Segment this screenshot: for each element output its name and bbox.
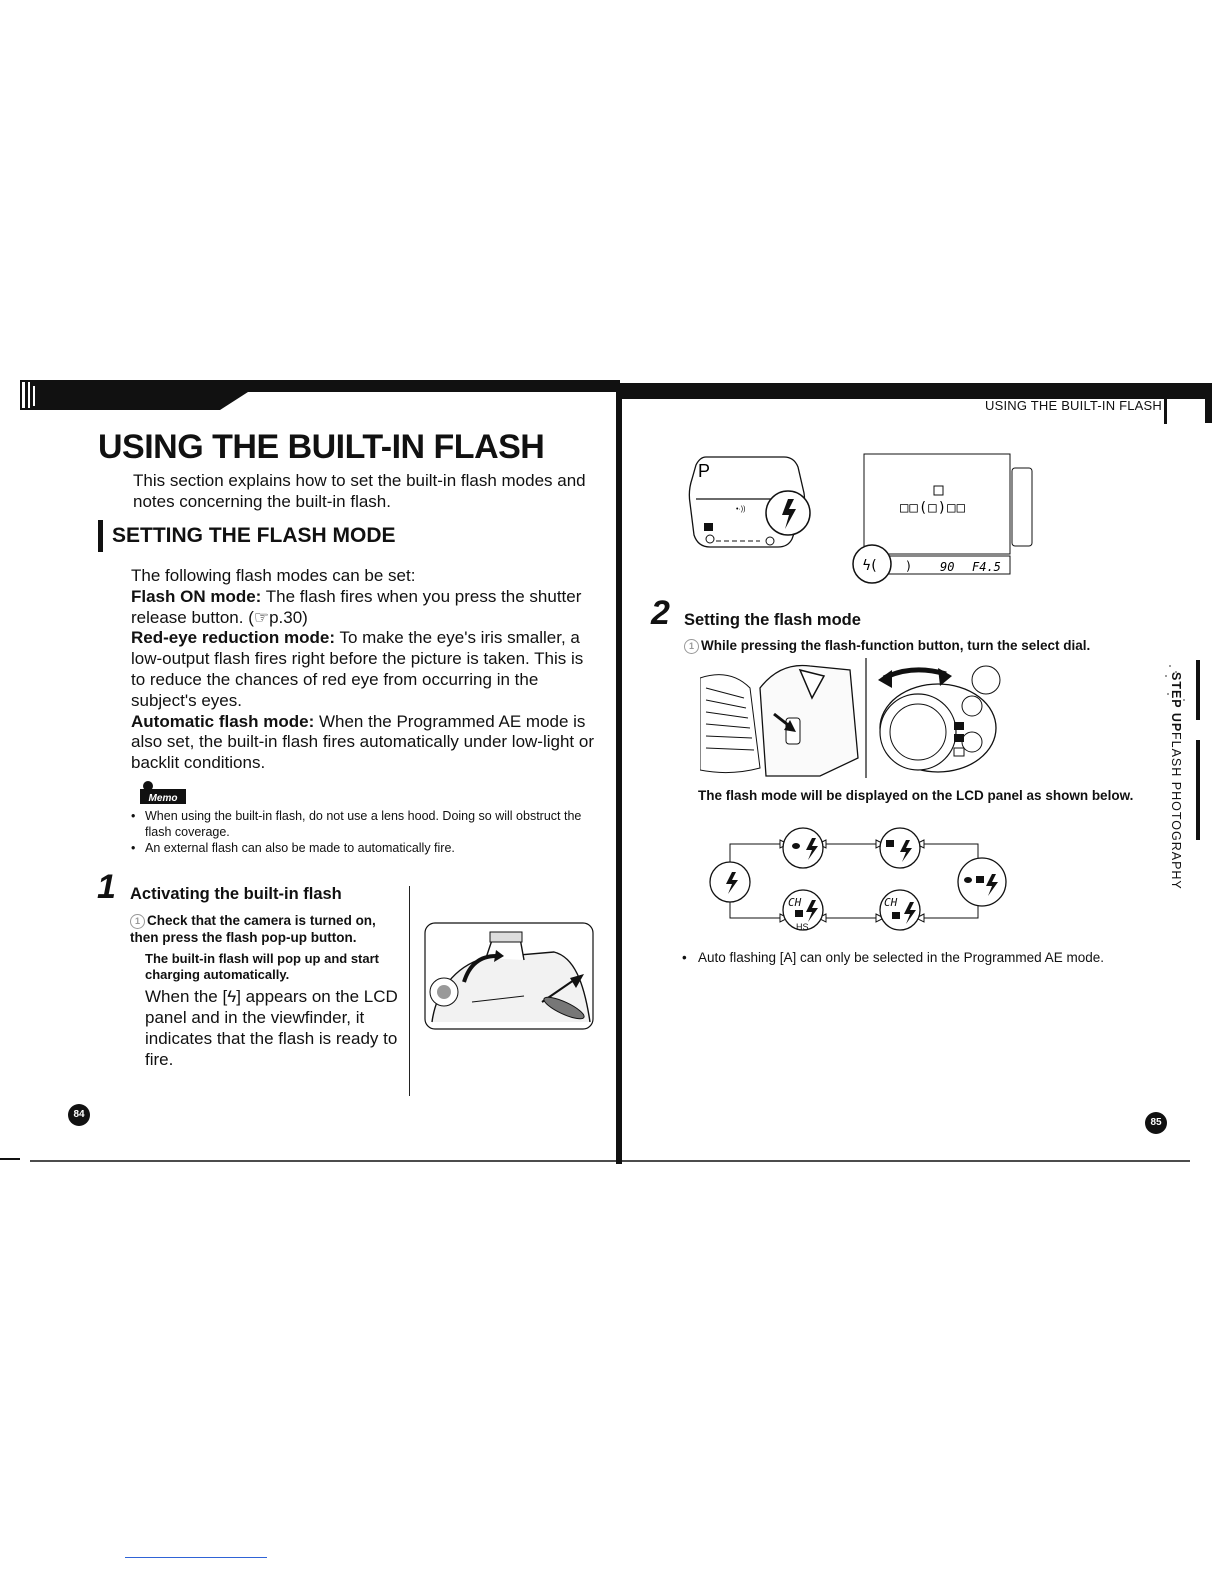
cycle-label: CH: [788, 896, 802, 909]
chapter-category: STEP UP: [1169, 672, 1183, 733]
svg-text:ϟ(: ϟ(: [862, 558, 877, 574]
page-number: 85: [1145, 1112, 1167, 1134]
lcd-panel-illustration: □□(□)□□ 90 F4.5 ϟ( ): [852, 453, 1033, 584]
circled-number-icon: 1: [684, 638, 699, 654]
flash-modes-list: The following flash modes can be set: Fl…: [131, 566, 601, 774]
step-title: Setting the flash mode: [684, 611, 861, 629]
memo-list: When using the built-in flash, do not us…: [131, 808, 591, 856]
running-head: USING THE BUILT-IN FLASH: [985, 398, 1162, 413]
step-number: 1: [97, 868, 116, 906]
mode-label: Red-eye reduction mode:: [131, 628, 336, 648]
viewfinder-display-illustration: P •·)): [688, 456, 811, 548]
mode-text: To make the eye's iris smaller, a low-ou…: [131, 628, 584, 710]
bullet-text: Auto flashing [A] can only be selected i…: [697, 950, 1104, 965]
chapter-title: FLASH PHOTOGRAPHY: [1169, 732, 1183, 890]
display-note: The flash mode will be displayed on the …: [698, 788, 1134, 803]
memo-item: When using the built-in flash, do not us…: [131, 808, 591, 840]
running-head-divider: [1164, 394, 1167, 424]
select-dial-illustration: [700, 658, 1001, 778]
svg-text:•·)): •·)): [736, 506, 745, 513]
memo-item: An external flash can also be made to au…: [131, 840, 591, 856]
mode-letter: P: [698, 461, 710, 481]
instruction-text: While pressing the flash-function button…: [701, 638, 1091, 653]
chapter-tab-title: FLASH PHOTOGRAPHY: [1168, 732, 1184, 892]
mode-auto: Automatic flash mode: When the Programme…: [131, 712, 601, 774]
cycle-label: HS: [796, 922, 809, 932]
memo-label: Memo: [149, 793, 178, 804]
step-divider: [409, 886, 410, 1096]
instruction-text: Check that the camera is turned on, then…: [130, 913, 376, 945]
page-gutter-line: [616, 392, 622, 1164]
right-edge-bar: [1205, 383, 1212, 423]
section-title: SETTING THE FLASH MODE: [112, 524, 396, 547]
chapter-tab-marker: [1165, 660, 1200, 840]
decorative-blue-line: [125, 1557, 267, 1558]
section-marker: [98, 520, 103, 552]
memo-icon: Memo: [140, 781, 186, 804]
step-number: 2: [651, 594, 670, 632]
mode-text: The flash fires when you press the shutt…: [131, 586, 582, 627]
cycle-label: CH: [884, 896, 898, 909]
lcd-aperture: F4.5: [972, 560, 1001, 574]
mode-label: Automatic flash mode:: [131, 711, 315, 731]
left-header-bar: [20, 380, 620, 410]
mode-red-eye: Red-eye reduction mode: To make the eye'…: [131, 628, 601, 711]
step-title: Activating the built-in flash: [130, 885, 342, 903]
bullet-note: • Auto flashing [A] can only be selected…: [682, 950, 1104, 965]
svg-text:): ): [906, 559, 911, 573]
mode-flash-on: Flash ON mode: The flash fires when you …: [131, 587, 601, 629]
mode-text: When the Programmed AE mode is also set,…: [131, 711, 594, 773]
svg-text:□□(□)□□: □□(□)□□: [900, 500, 966, 516]
bottom-rule: [0, 1158, 1190, 1162]
page-title: USING THE BUILT-IN FLASH: [98, 428, 545, 466]
page-number: 84: [68, 1104, 90, 1126]
step-note: The built-in flash will pop up and start…: [145, 951, 379, 982]
camera-flash-popup-illustration: [424, 922, 594, 1030]
circled-number-icon: 1: [130, 913, 145, 929]
mode-label: Flash ON mode:: [131, 586, 262, 606]
intro-paragraph: This section explains how to set the bui…: [133, 471, 586, 511]
right-header-bar: [620, 383, 1212, 399]
lcd-shutter: 90: [940, 560, 954, 574]
flash-mode-cycle-diagram: CH CH HS: [709, 827, 1007, 932]
modes-lead: The following flash modes can be set:: [131, 566, 416, 585]
step-body: When the [ϟ] appears on the LCD panel an…: [145, 987, 398, 1069]
